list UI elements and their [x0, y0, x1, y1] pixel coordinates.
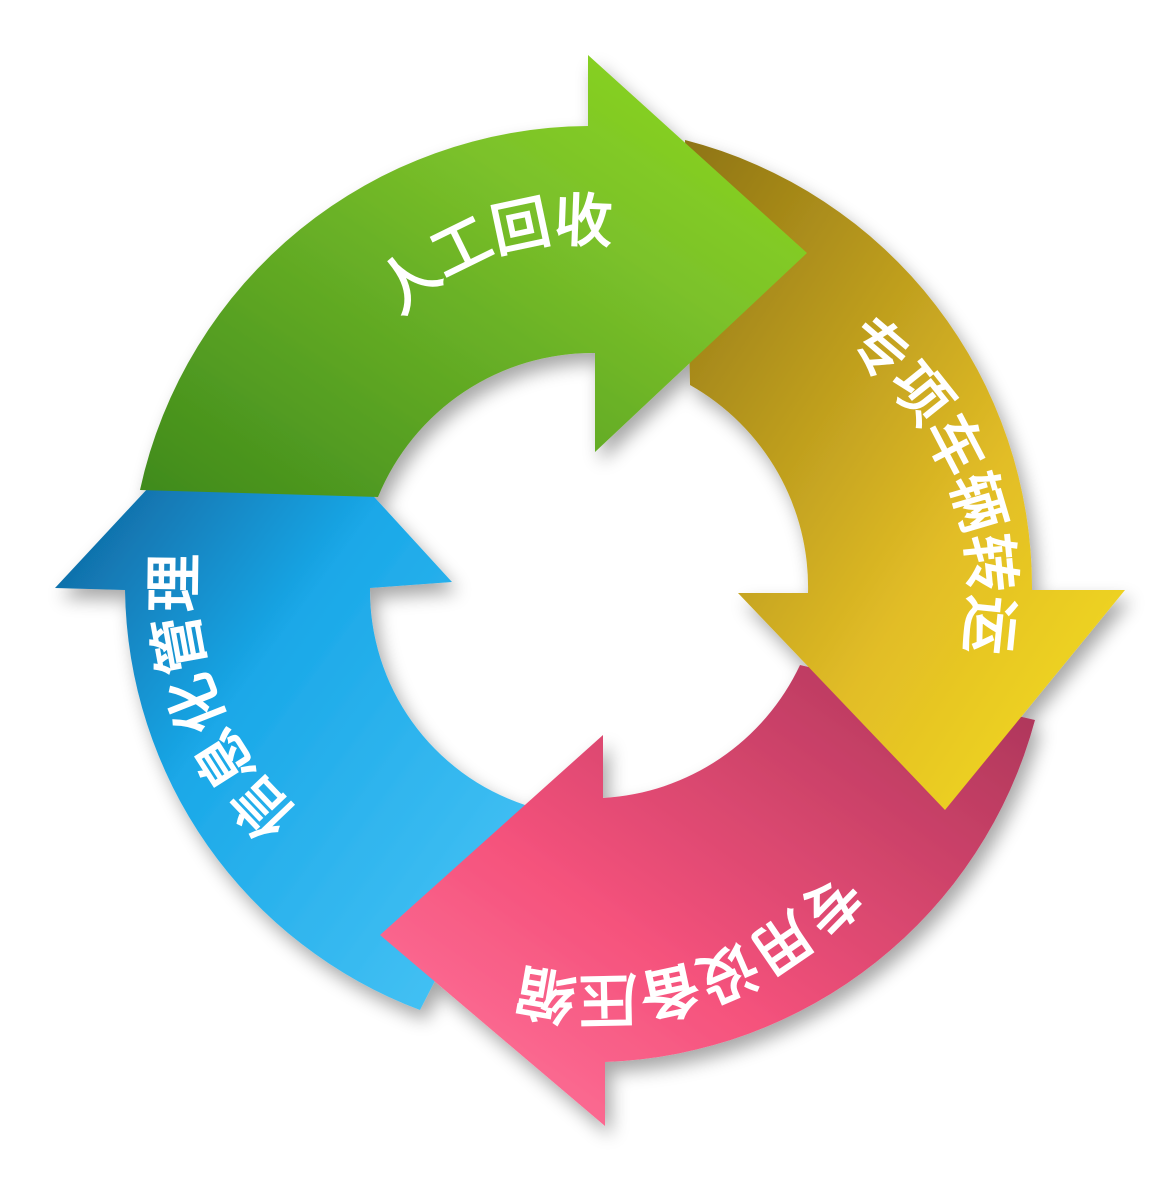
arrow-step-3 — [380, 665, 1035, 1126]
arrow-step-2 — [685, 140, 1125, 810]
arrow-step-4 — [55, 370, 525, 1010]
arrow-step-1 — [140, 55, 807, 497]
